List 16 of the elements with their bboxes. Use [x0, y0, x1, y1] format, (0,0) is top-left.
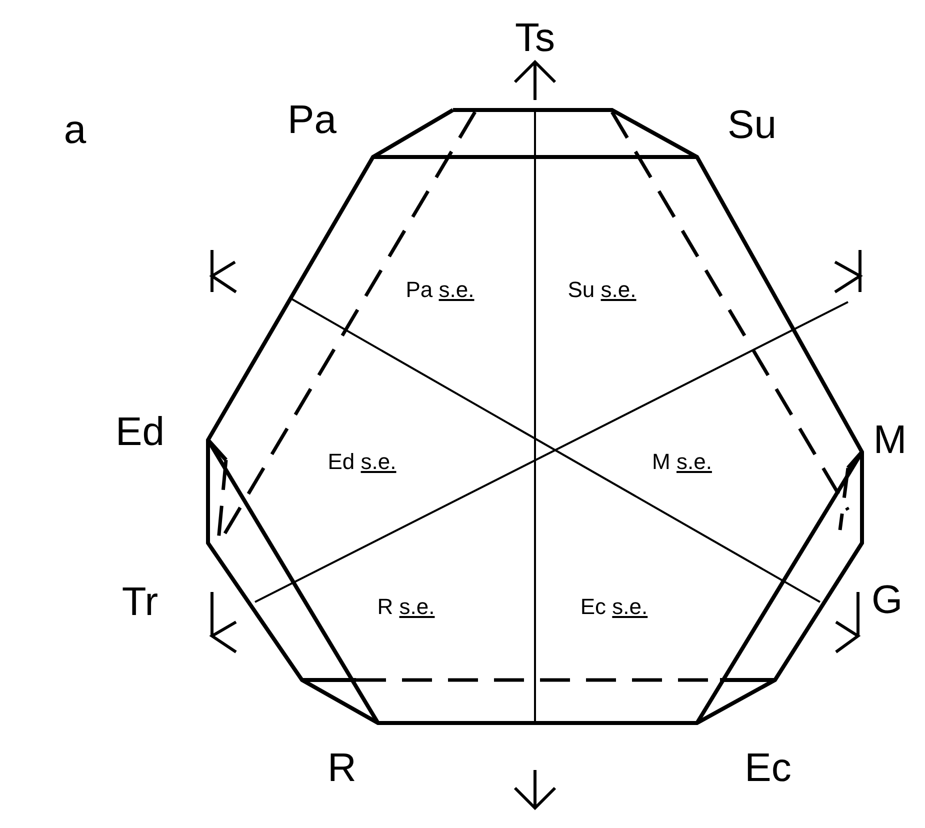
direction-label: M	[873, 420, 907, 460]
panel-letter: a	[64, 110, 86, 150]
sector-label: R s.e.	[377, 596, 435, 618]
sector-label: Pa s.e.	[406, 279, 474, 301]
sector-label: Ec s.e.	[580, 596, 648, 618]
sector-label: Ed s.e.	[328, 451, 396, 473]
sector-label: Su s.e.	[568, 279, 636, 301]
direction-label: Ed	[116, 412, 164, 452]
direction-label: Ts	[515, 18, 555, 58]
direction-label: Ec	[744, 748, 792, 788]
direction-label: Tr	[122, 582, 158, 622]
direction-label: Su	[728, 105, 776, 145]
direction-label: G	[871, 580, 903, 620]
direction-label: Pa	[288, 100, 336, 140]
sector-label: M s.e.	[652, 451, 712, 473]
direction-label: R	[328, 748, 356, 788]
